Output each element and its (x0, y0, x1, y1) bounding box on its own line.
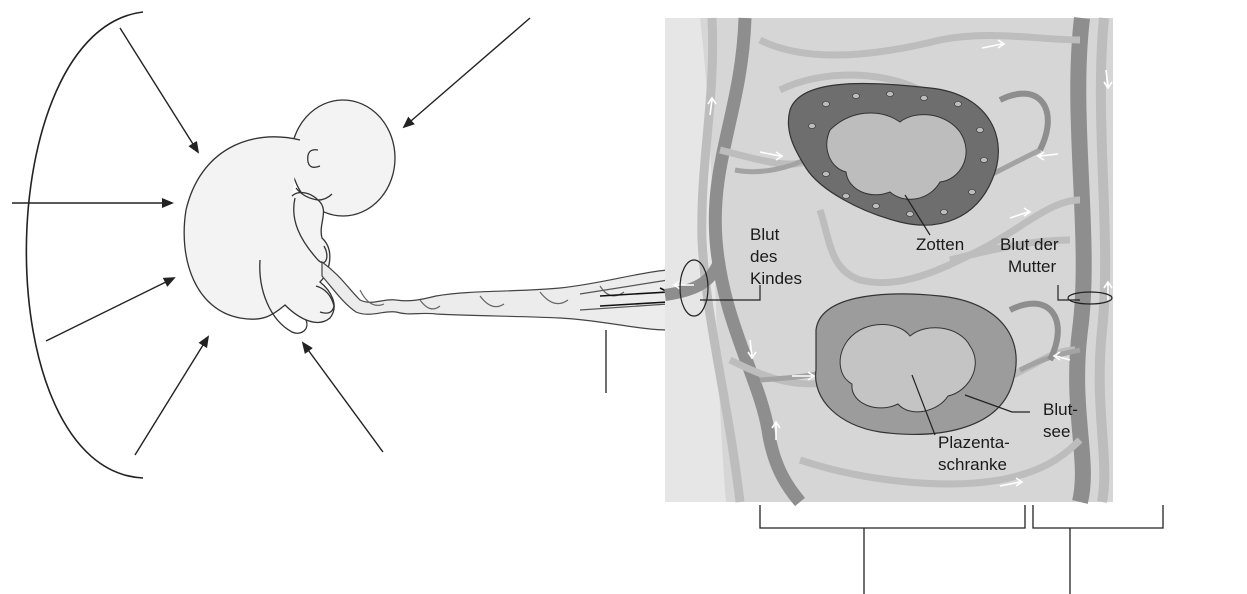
label-zotten: Zotten (916, 235, 964, 254)
bottom-brackets (760, 505, 1163, 594)
influence-arrow (120, 28, 198, 152)
maternal-vessel (1077, 18, 1084, 502)
influence-arrow (404, 18, 530, 127)
villous-tree-lower (816, 294, 1017, 434)
influence-arrow (135, 337, 208, 455)
fetus-illustration (184, 100, 395, 333)
maternal-vessel-light (1100, 18, 1105, 502)
umbilical-cord (322, 262, 668, 330)
influence-arrow (46, 278, 174, 341)
surrounding-arc (26, 12, 143, 478)
influence-arrow (303, 343, 383, 452)
